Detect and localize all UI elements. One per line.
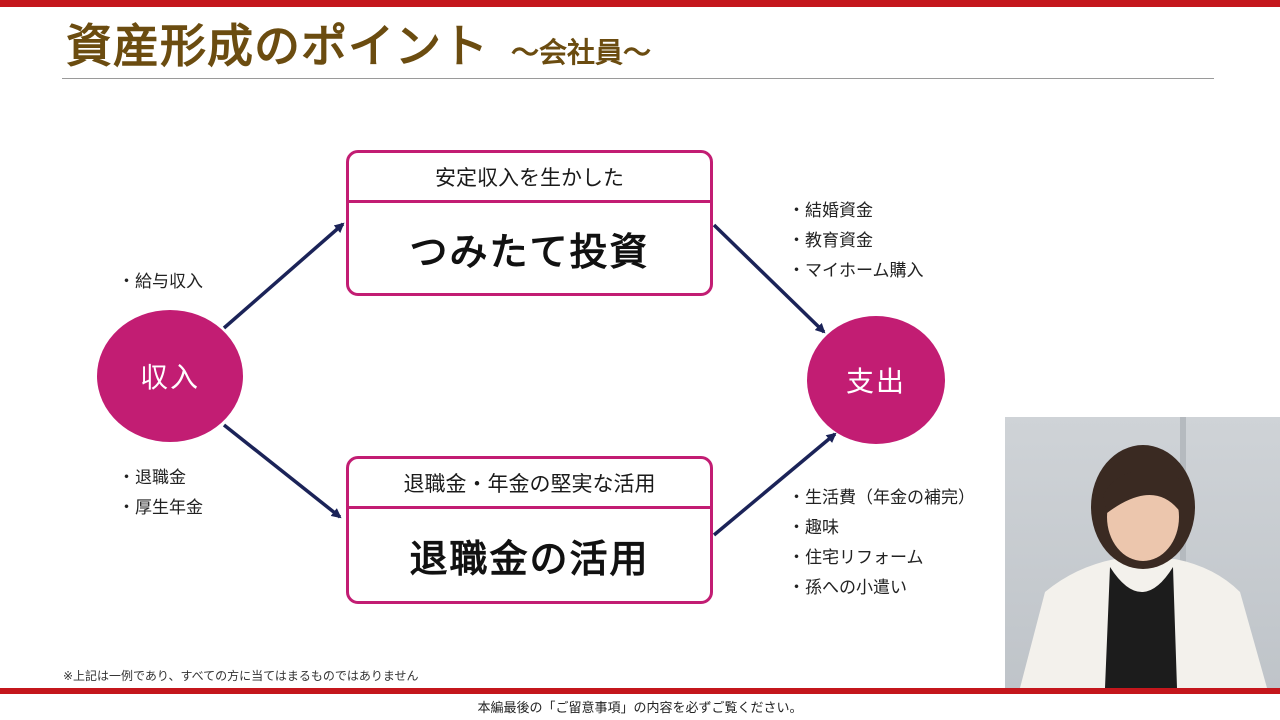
presenter-figure	[1020, 417, 1267, 688]
list-item: 住宅リフォーム	[788, 543, 975, 573]
investment-box: 安定収入を生かした つみたて投資	[346, 150, 713, 296]
expense-bottom-list: 生活費（年金の補完） 趣味 住宅リフォーム 孫への小遣い	[788, 483, 975, 603]
list-item: 退職金	[118, 463, 203, 493]
investment-box-heading: 安定収入を生かした	[349, 153, 710, 203]
arrow-investment-to-expense	[712, 223, 826, 334]
footer-caption: 本編最後の「ご留意事項」の内容を必ずご覧ください。	[477, 701, 803, 716]
income-node: 収入	[97, 310, 243, 442]
presenter-video	[1005, 417, 1280, 688]
list-item: 教育資金	[788, 226, 924, 256]
income-bottom-list: 退職金 厚生年金	[118, 463, 203, 523]
list-item: 趣味	[788, 513, 975, 543]
slide-title: 資産形成のポイント	[66, 19, 489, 73]
list-item: 生活費（年金の補完）	[788, 483, 975, 513]
list-item: 孫への小遣い	[788, 573, 975, 603]
investment-box-title: つみたて投資	[409, 229, 650, 274]
retirement-box-title: 退職金の活用	[409, 536, 650, 581]
income-label: 収入	[139, 361, 200, 394]
retirement-box: 退職金・年金の堅実な活用 退職金の活用	[346, 456, 713, 604]
title-divider	[62, 78, 1214, 79]
retirement-box-heading: 退職金・年金の堅実な活用	[349, 459, 710, 509]
list-item: 結婚資金	[788, 196, 924, 226]
expense-top-list: 結婚資金 教育資金 マイホーム購入	[788, 196, 924, 286]
income-top-list: 給与収入	[118, 267, 203, 297]
bottom-accent-bar	[0, 688, 1280, 694]
top-accent-bar	[0, 0, 1280, 7]
arrow-income-to-investment	[222, 222, 345, 330]
list-item: 厚生年金	[118, 493, 203, 523]
list-item: マイホーム購入	[788, 256, 924, 286]
expense-node: 支出	[807, 316, 945, 444]
list-item: 給与収入	[118, 267, 203, 297]
arrow-retirement-to-expense	[712, 432, 837, 537]
arrow-income-to-retirement	[222, 423, 342, 519]
disclaimer-note: ※上記は一例であり、すべての方に当てはまるものではありません	[63, 669, 419, 683]
slide-header: 資産形成のポイント ～会社員～	[66, 14, 651, 78]
slide-subtitle: ～会社員～	[511, 36, 652, 69]
expense-label: 支出	[845, 365, 906, 398]
